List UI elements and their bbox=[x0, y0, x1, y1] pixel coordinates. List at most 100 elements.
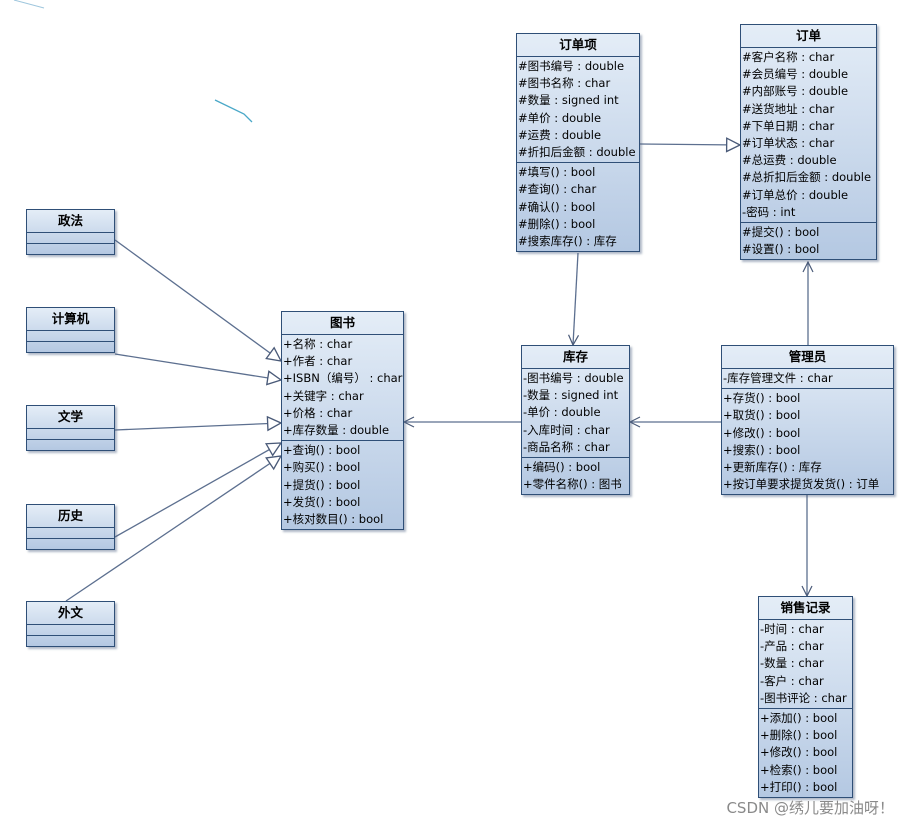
class-computer[interactable]: 计算机 bbox=[26, 307, 115, 353]
class-name: 订单 bbox=[741, 25, 876, 48]
attribute: +作者 : char bbox=[283, 354, 353, 369]
operation: +取货() : bool bbox=[723, 408, 801, 423]
attributes-compartment bbox=[27, 331, 114, 342]
operations-compartment: +查询() : bool +购买() : bool +提货() : bool +… bbox=[282, 441, 403, 529]
attribute: #会员编号 : double bbox=[742, 67, 849, 82]
operation: +打印() : bool bbox=[760, 779, 838, 794]
operation: +添加() : bool bbox=[760, 710, 838, 725]
operation: #删除() : bool bbox=[518, 216, 596, 231]
attributes-compartment: -图书编号 : double -数量 : signed int -单价 : do… bbox=[522, 369, 629, 458]
operation: +编码() : bool bbox=[523, 459, 601, 474]
attribute: +关键字 : char bbox=[283, 388, 364, 403]
class-name: 文学 bbox=[27, 406, 114, 429]
operation: #提交() : bool bbox=[742, 224, 820, 239]
operation: +删除() : bool bbox=[760, 728, 838, 743]
class-name: 历史 bbox=[27, 505, 114, 528]
attributes-compartment bbox=[27, 528, 114, 539]
operation: +发货() : bool bbox=[283, 494, 361, 509]
attribute: -图书编号 : double bbox=[523, 371, 624, 385]
attribute: +ISBN（编号） : char bbox=[283, 371, 403, 386]
attribute: #图书编号 : double bbox=[518, 59, 625, 73]
attribute: +价格 : char bbox=[283, 405, 353, 420]
class-foreign[interactable]: 外文 bbox=[26, 601, 115, 647]
operation: +搜索() : bool bbox=[723, 442, 801, 457]
attribute: -单价 : double bbox=[523, 405, 601, 420]
operations-compartment bbox=[27, 244, 114, 254]
operations-compartment: #填写() : bool #查询() : char #确认() : bool #… bbox=[517, 163, 639, 251]
operation: #填写() : bool bbox=[518, 165, 596, 180]
generalization-line-foreign-to-book bbox=[65, 456, 281, 602]
attribute: #送货地址 : char bbox=[742, 101, 835, 116]
class-name: 外文 bbox=[27, 602, 114, 625]
class-manager[interactable]: 管理员 -库存管理文件 : char +存货() : bool +取货() : … bbox=[721, 345, 894, 496]
operation: +检索() : bool bbox=[760, 762, 838, 777]
operation: +修改() : bool bbox=[760, 745, 838, 760]
operation: +存货() : bool bbox=[723, 391, 801, 406]
attribute: #单价 : double bbox=[518, 110, 602, 125]
attribute: #总折扣后金额 : double bbox=[742, 170, 872, 185]
class-name: 政法 bbox=[27, 210, 114, 233]
attribute: -数量 : char bbox=[760, 656, 824, 671]
attribute: -时间 : char bbox=[760, 622, 824, 636]
attribute: -产品 : char bbox=[760, 639, 824, 654]
operation: +购买() : bool bbox=[283, 460, 361, 475]
attributes-compartment bbox=[27, 233, 114, 244]
attribute: -数量 : signed int bbox=[523, 388, 619, 403]
operation: #查询() : char bbox=[518, 182, 597, 197]
class-name: 管理员 bbox=[722, 346, 893, 369]
class-literature[interactable]: 文学 bbox=[26, 405, 115, 451]
class-politics[interactable]: 政法 bbox=[26, 209, 115, 255]
attribute: -密码 : int bbox=[742, 204, 796, 219]
operations-compartment: +编码() : bool +零件名称() : 图书 bbox=[522, 458, 629, 494]
stray-stroke bbox=[13, 0, 45, 9]
attribute: -客户 : char bbox=[760, 673, 824, 688]
attribute: -图书评论 : char bbox=[760, 690, 847, 705]
generalization-line-politics-to-book bbox=[114, 239, 281, 361]
operation: +更新库存() : 库存 bbox=[723, 459, 822, 474]
attribute: #订单状态 : char bbox=[742, 135, 835, 150]
operations-compartment: #提交() : bool #设置() : bool bbox=[741, 223, 876, 259]
attributes-compartment: #客户名称 : char #会员编号 : double #内部账号 : doub… bbox=[741, 48, 876, 223]
attribute: -入库时间 : char bbox=[523, 422, 610, 437]
operation: #设置() : bool bbox=[742, 242, 820, 257]
class-name: 库存 bbox=[522, 346, 629, 369]
class-sales-record[interactable]: 销售记录 -时间 : char -产品 : char -数量 : char -客… bbox=[758, 596, 853, 798]
operations-compartment: +存货() : bool +取货() : bool +修改() : bool +… bbox=[722, 389, 893, 494]
attribute: #折扣后金额 : double bbox=[518, 144, 636, 159]
attribute: #客户名称 : char bbox=[742, 50, 835, 64]
class-name: 销售记录 bbox=[759, 597, 852, 620]
operation: #确认() : bool bbox=[518, 199, 596, 214]
operations-compartment: +添加() : bool +删除() : bool +修改() : bool +… bbox=[759, 709, 852, 797]
attribute: -库存管理文件 : char bbox=[723, 371, 833, 385]
generalization-line-literature-to-book bbox=[114, 423, 281, 430]
attributes-compartment: -库存管理文件 : char bbox=[722, 369, 893, 390]
class-inventory[interactable]: 库存 -图书编号 : double -数量 : signed int -单价 :… bbox=[521, 345, 630, 496]
attribute: -商品名称 : char bbox=[523, 439, 610, 454]
operations-compartment bbox=[27, 342, 114, 352]
operations-compartment bbox=[27, 440, 114, 450]
class-name: 图书 bbox=[282, 312, 403, 335]
attributes-compartment: #图书编号 : double #图书名称 : char #数量 : signed… bbox=[517, 57, 639, 164]
attribute: #图书名称 : char bbox=[518, 76, 611, 91]
class-order[interactable]: 订单 #客户名称 : char #会员编号 : double #内部账号 : d… bbox=[740, 24, 877, 261]
generalization-line-computer-to-book bbox=[114, 353, 281, 380]
attribute: +库存数量 : double bbox=[283, 422, 390, 437]
class-order-item[interactable]: 订单项 #图书编号 : double #图书名称 : char #数量 : si… bbox=[516, 33, 640, 253]
watermark: CSDN @绣儿要加油呀！ bbox=[726, 799, 894, 817]
attribute: #下单日期 : char bbox=[742, 118, 835, 133]
class-book[interactable]: 图书 +名称 : char +作者 : char +ISBN（编号） : cha… bbox=[281, 311, 404, 531]
operation: +查询() : bool bbox=[283, 443, 361, 458]
stray-stroke bbox=[214, 99, 253, 123]
attributes-compartment: -时间 : char -产品 : char -数量 : char -客户 : c… bbox=[759, 620, 852, 709]
operation: +修改() : bool bbox=[723, 425, 801, 440]
class-name: 计算机 bbox=[27, 308, 114, 331]
operations-compartment bbox=[27, 636, 114, 646]
generalization-line-order_item-to-order bbox=[639, 144, 740, 145]
attribute: #订单总价 : double bbox=[742, 187, 849, 202]
operation: +提货() : bool bbox=[283, 477, 361, 492]
attribute: #总运费 : double bbox=[742, 153, 837, 168]
operation: +核对数目() : bool bbox=[283, 511, 384, 526]
attribute: +名称 : char bbox=[283, 337, 353, 351]
attribute: #内部账号 : double bbox=[742, 84, 849, 99]
class-history[interactable]: 历史 bbox=[26, 504, 115, 550]
